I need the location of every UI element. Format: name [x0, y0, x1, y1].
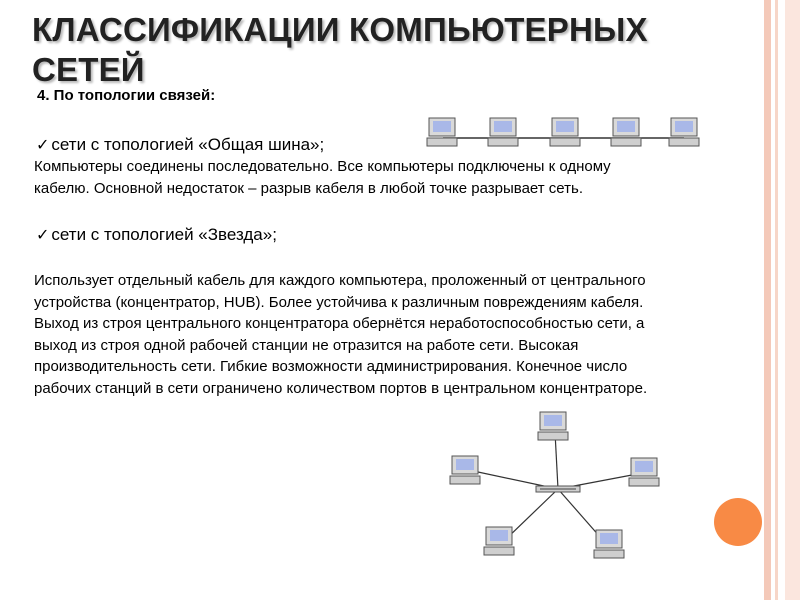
- decorative-border: [785, 0, 800, 600]
- computer-icon: [610, 117, 642, 147]
- text-line: Выход из строя центрального концентратор…: [34, 315, 645, 332]
- decorative-border: [764, 0, 771, 600]
- checkmark-icon: ✓: [36, 137, 50, 154]
- checkmark-icon: ✓: [36, 227, 50, 244]
- text-line: Компьютеры соединены последовательно. Вс…: [34, 158, 611, 175]
- star-description: Использует отдельный кабель для каждого …: [34, 270, 647, 399]
- decorative-circle: [714, 498, 762, 546]
- title-line: КЛАССИФИКАЦИИ КОМПЬЮТЕРНЫХ: [32, 11, 648, 48]
- computer-icon: [487, 117, 519, 147]
- star-topology-bullet: ✓сети с топологией «Звезда»;: [36, 225, 277, 246]
- title-line: СЕТЕЙ: [32, 51, 145, 88]
- text-line: выход из строя одной рабочей станции не …: [34, 336, 579, 354]
- computer-icon: [483, 526, 515, 556]
- bus-description: Компьютеры соединены последовательно. Вс…: [34, 156, 611, 199]
- hub-icon: [535, 485, 581, 493]
- bus-topology-label: сети с топологией «Общая шина»;: [51, 135, 325, 154]
- text-line: устройства (концентратор, HUB). Более ус…: [34, 293, 644, 311]
- star-topology-label: сети с топологией «Звезда»;: [51, 225, 277, 244]
- text-line: кабелю. Основной недостаток – разрыв каб…: [34, 179, 583, 197]
- computer-icon: [593, 529, 625, 559]
- computer-icon: [426, 117, 458, 147]
- computer-icon: [628, 457, 660, 487]
- text-line: рабочих станций в сети ограничено количе…: [34, 379, 648, 397]
- computer-icon: [668, 117, 700, 147]
- decorative-border: [775, 0, 778, 600]
- text-line: Использует отдельный кабель для каждого …: [34, 272, 646, 289]
- slide-title: КЛАССИФИКАЦИИ КОМПЬЮТЕРНЫХ СЕТЕЙ: [32, 10, 732, 90]
- computer-icon: [449, 455, 481, 485]
- text-line: производительность сети. Гибкие возможно…: [34, 358, 628, 375]
- computer-icon: [549, 117, 581, 147]
- section-heading: 4. По топологии связей:: [37, 87, 216, 104]
- computer-icon: [537, 411, 569, 441]
- bus-topology-bullet: ✓сети с топологией «Общая шина»;: [36, 135, 324, 156]
